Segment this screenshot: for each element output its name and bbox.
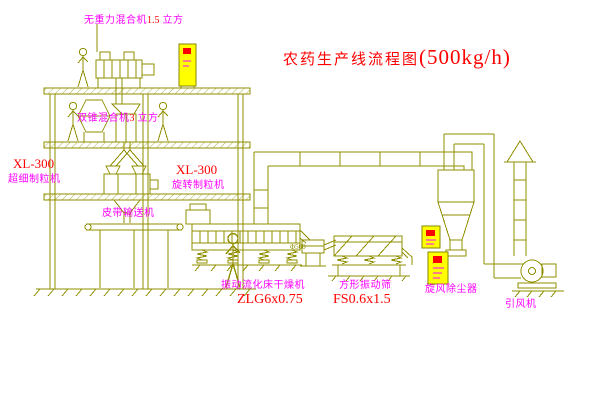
label-belt-conveyor: 皮带输送机 bbox=[102, 208, 155, 219]
label-cyclone: 旋风除尘器 bbox=[425, 284, 478, 295]
fluid-bed-dryer bbox=[185, 203, 302, 272]
control-cabinet-tall bbox=[427, 251, 449, 285]
exhaust-stack bbox=[504, 140, 536, 256]
building-structure bbox=[33, 87, 256, 297]
label-granulator-left-model: XL-300 bbox=[13, 156, 55, 171]
surge-hopper bbox=[299, 229, 337, 267]
control-cabinet-small bbox=[421, 225, 441, 249]
exhaust-duct bbox=[253, 151, 473, 224]
label-granulator-right-model: XL-300 bbox=[176, 162, 218, 177]
label-screen-model: FS0.6x1.5 bbox=[333, 292, 391, 307]
worker-figure bbox=[157, 101, 169, 142]
cyclone-outlet-duct bbox=[443, 133, 523, 279]
label-dryer-model: ZLG6x0.75 bbox=[237, 292, 303, 307]
induced-draft-fan bbox=[512, 259, 564, 298]
label-dryer-name: 振动流化床干燥机 bbox=[221, 280, 305, 291]
diagram-title: 农药生产线流程图(500kg/h) bbox=[283, 46, 511, 69]
top-mixer-unit: 立方 bbox=[162, 15, 184, 26]
ground-hatch bbox=[33, 288, 251, 297]
cone-mixer-name: 双锥混合机 bbox=[77, 113, 130, 124]
granulator bbox=[103, 165, 159, 223]
y-discharge-pipe bbox=[109, 142, 145, 167]
panel-button bbox=[426, 230, 435, 236]
cone-mixer-size: 3 bbox=[129, 113, 135, 124]
title-capacity: (500kg/h) bbox=[419, 45, 511, 69]
mixer-motor bbox=[141, 63, 155, 76]
worker-figure bbox=[77, 47, 89, 88]
title-text: 农药生产线流程图 bbox=[283, 52, 420, 68]
top-mixer-name: 无重力混合机 bbox=[84, 15, 147, 26]
belt-conveyor bbox=[84, 223, 184, 288]
dryer-springs bbox=[195, 249, 299, 261]
screen-springs bbox=[336, 255, 403, 265]
label-granulator-right-name: 旋转制粒机 bbox=[172, 180, 225, 191]
top-mixer-size: 1.5 bbox=[147, 15, 160, 26]
cyclone-separator bbox=[437, 133, 523, 279]
label-fan: 引风机 bbox=[505, 299, 537, 310]
control-cabinet-top bbox=[178, 43, 197, 88]
vibrating-screen bbox=[328, 235, 413, 282]
label-screen-name: 方形振动筛 bbox=[339, 280, 392, 291]
label-granulator-left-name: 超细制粒机 bbox=[8, 174, 61, 185]
panel-button bbox=[183, 48, 191, 54]
fan-motor bbox=[541, 263, 557, 278]
horizontal-mixer bbox=[95, 24, 155, 104]
label-hopper-dimension: Φ500 bbox=[290, 243, 306, 251]
cone-mixer-unit: 立方 bbox=[137, 113, 159, 124]
granulator-feeder bbox=[109, 103, 145, 167]
panel-button bbox=[433, 256, 442, 263]
